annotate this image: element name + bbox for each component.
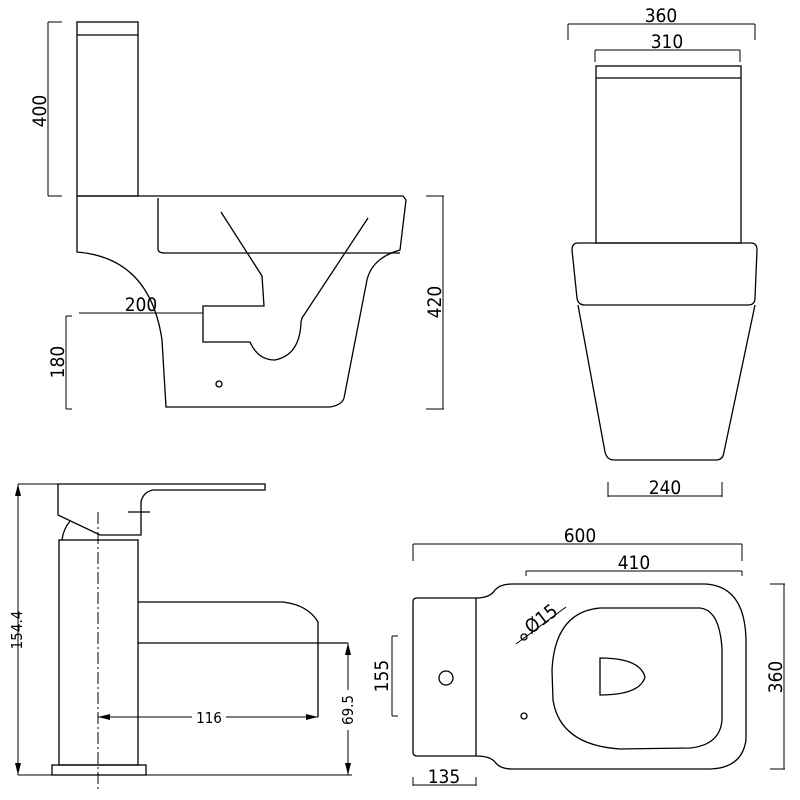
dim-116: 116 bbox=[98, 706, 318, 727]
trapway bbox=[202, 211, 369, 361]
dim-135-label: 135 bbox=[428, 766, 461, 788]
toilet-front-view: 360 310 240 bbox=[567, 5, 758, 499]
bowl-opening bbox=[599, 657, 646, 696]
pan-outline bbox=[76, 195, 407, 408]
faucet-base bbox=[51, 764, 147, 776]
faucet-side-view: 154.4 116 69.5 bbox=[8, 483, 358, 790]
dim-diameter-label: Ø15 bbox=[521, 600, 562, 639]
fixing-hole bbox=[520, 712, 528, 720]
dim-400-label: 400 bbox=[29, 95, 51, 128]
toilet-side-view: 400 200 420 180 bbox=[29, 21, 446, 410]
dim-116-label: 116 bbox=[196, 709, 222, 727]
dim-360-top: 360 bbox=[765, 583, 787, 770]
dim-420-label: 420 bbox=[424, 286, 446, 319]
dim-180-label: 180 bbox=[47, 346, 69, 379]
dim-310-label: 310 bbox=[651, 31, 684, 53]
dim-200-label: 200 bbox=[125, 294, 158, 316]
dim-400: 400 bbox=[29, 21, 62, 197]
seat-rim bbox=[157, 198, 400, 254]
dim-420: 420 bbox=[424, 195, 446, 410]
dim-155: 155 bbox=[371, 635, 398, 717]
toilet-top-view: Ø15 600 410 360 155 135 bbox=[371, 525, 787, 788]
dim-360-front-label: 360 bbox=[645, 5, 678, 27]
dim-410: 410 bbox=[525, 552, 743, 576]
dim-360-front: 360 bbox=[567, 5, 756, 40]
dim-135: 135 bbox=[412, 766, 477, 788]
seat-outline bbox=[551, 607, 723, 750]
dim-310: 310 bbox=[594, 31, 741, 62]
dim-600: 600 bbox=[412, 525, 743, 561]
faucet-cartridge bbox=[61, 520, 71, 541]
dim-154-4-label: 154.4 bbox=[8, 611, 26, 650]
flush-button-hole bbox=[438, 670, 454, 686]
dim-69-5-label: 69.5 bbox=[339, 695, 357, 725]
dim-180: 180 bbox=[47, 315, 72, 410]
dim-410-label: 410 bbox=[618, 552, 651, 574]
dim-69-5: 69.5 bbox=[338, 643, 358, 775]
pedestal-front bbox=[577, 304, 756, 461]
fixing-hole bbox=[215, 380, 223, 388]
dim-200: 200 bbox=[79, 294, 203, 316]
leader-line bbox=[515, 606, 567, 645]
dim-154-4: 154.4 bbox=[8, 483, 70, 775]
dim-600-label: 600 bbox=[564, 525, 597, 547]
dim-240: 240 bbox=[607, 477, 723, 499]
dim-155-label: 155 bbox=[371, 660, 393, 693]
top-outline bbox=[412, 583, 747, 770]
bowl-rim-front bbox=[571, 242, 758, 306]
faucet-spout bbox=[138, 601, 348, 717]
dim-360-top-label: 360 bbox=[765, 661, 787, 694]
faucet-lever bbox=[57, 483, 266, 536]
cistern-front bbox=[595, 65, 742, 244]
dim-240-label: 240 bbox=[649, 477, 682, 499]
cistern-outline bbox=[76, 21, 139, 197]
tap-hole-marker bbox=[520, 633, 528, 641]
